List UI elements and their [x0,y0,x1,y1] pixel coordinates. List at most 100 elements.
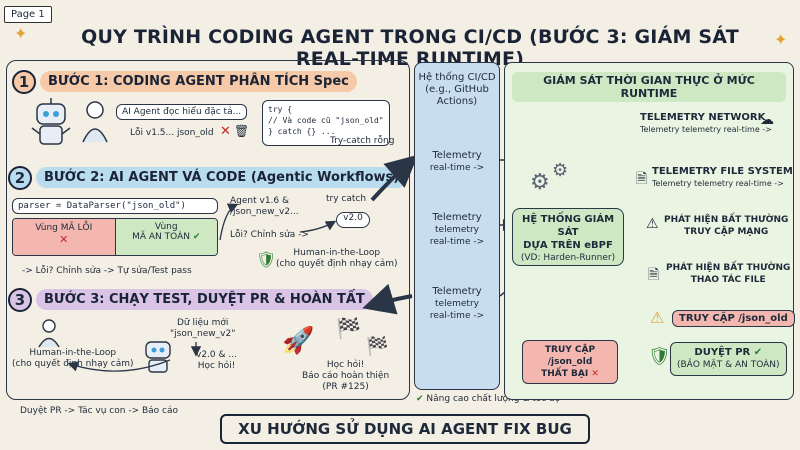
approve-line-2: (BẢO MẬT & AN TOÀN) [677,360,780,370]
step3-heading: BƯỚC 3: CHẠY TEST, DUYỆT PR & HOÀN TẤT [36,289,373,310]
cicd-header-1: Hệ thống CI/CD [418,72,496,83]
x-icon: ✕ [591,369,599,379]
gear-icon: ⚙ [530,170,550,195]
cloud-icon: ☁ [760,112,774,128]
network-alert-icon: ⚠ [646,216,659,232]
error-x-icon: ✕ [220,124,231,139]
telemetry-file-system: TELEMETRY FILE SYSTEM Telemetry telemetr… [652,166,793,190]
fail-line-2: THẤT BẠI ✕ [525,368,615,380]
telemetry-block-2: Telemetry telemetry real-time -> [416,212,498,248]
checkered-flag-icon: 🏁 [366,336,389,357]
cicd-header-2: (e.g., GitHub [425,84,489,95]
agent-bubble: AI Agent đọc hiểu đặc tả... [116,104,248,120]
learn-line-1: v2.0 & ... [196,350,237,360]
hitl-note-3: Human-in-the-Loop (cho quyết định nhạy c… [12,348,134,370]
version-badge: v2.0 [336,212,370,228]
star-icon: ✦ [774,30,788,49]
new-data-note: Dữ liệu mới "json_new_v2" [170,318,235,340]
telemetry-2-title: Telemetry [432,212,482,223]
safe-zone: Vùng MÃ AN TOÀN ✔ [115,219,218,255]
safe-zone-label-2: MÃ AN TOÀN ✔ [116,232,218,242]
ebpf-core-box: HỆ THỐNG GIÁM SÁT DỰA TRÊN eBPF (VD: Har… [512,208,624,266]
telemetry-network: TELEMETRY NETWORK Telemetry telemetry re… [640,112,772,136]
cicd-header-3: Actions) [436,96,478,107]
report-line-2: (PR #125) [322,382,369,392]
telemetry-1-title: Telemetry [432,150,482,161]
step2-number: 2 [8,166,32,190]
check-icon: ✔ [753,347,763,358]
anomaly-file: PHÁT HIỆN BẤT THƯỜNG THAO TÁC FILE [666,262,790,286]
access-failed-box: TRUY CẬP /json_old THẤT BẠI ✕ [522,340,618,384]
approve-pr-box: DUYỆT PR ✔ (BẢO MẬT & AN TOÀN) [670,342,787,376]
checkered-flag-icon: 🏁 [336,316,361,340]
warning-icon: ⚠ [650,308,665,327]
page-tab: Page 1 [4,6,52,23]
code-line: try { [268,105,293,114]
code-note: Try-catch rỗng [330,136,395,146]
anom-file-2: THAO TÁC FILE [690,275,766,285]
file-alert-icon: 🗎 [648,267,660,283]
anom-net-1: PHÁT HIỆN BẤT THƯỜNG [664,215,789,225]
hitl-line-1: Human-in-the-Loop [293,248,381,258]
new-data-line-1: Dữ liệu mới [176,318,229,328]
agent-line-2: /json_new_v2... [230,207,299,217]
learn-note: v2.0 & ... Học hỏi! [196,350,237,372]
error-zone: Vùng MÃ LỖI ✕ [13,219,116,255]
anomaly-network: PHÁT HIỆN BẤT THƯỜNG TRUY CẬP MẠNG [664,214,788,238]
safe-zone-label-1: Vùng [154,222,178,232]
telemetry-3-sub2: real-time -> [429,311,485,321]
fail-text: THẤT BẠI [541,369,589,379]
anom-file-1: PHÁT HIỆN BẤT THƯỜNG [666,263,791,273]
code-line: // Và code cũ "json_old" [268,116,384,125]
agent-line-1: Agent v1.6 & [230,196,290,206]
monitor-header: GIÁM SÁT THỜI GIAN THỰC Ở MỨC RUNTIME [512,72,786,102]
cicd-header: Hệ thống CI/CD (e.g., GitHub Actions) [416,72,498,108]
file-icon: 🗎 [636,171,648,187]
person-icon [38,319,60,348]
error-zone-label: Vùng MÃ LỖI [35,223,93,233]
person-icon [82,101,108,143]
telemetry-1-sub: real-time -> [429,163,485,173]
core-line-3: (VD: Harden-Runner) [520,253,616,263]
code-snippet: try { // Và code cũ "json_old" } catch {… [262,100,390,146]
learn-line-3: Học hỏi! [326,360,365,370]
fs-sub: Telemetry telemetry real-time -> [652,179,784,188]
step2-heading: BƯỚC 2: AI AGENT VÁ CODE (Agentic Workfl… [36,167,408,188]
hitl-note: Human-in-the-Loop (cho quyết định nhạy c… [276,248,398,270]
new-data-line-2: "json_new_v2" [170,329,236,339]
cicd-column [414,62,500,390]
report-line-1: Báo cáo hoàn thiện [302,371,390,381]
net-title: TELEMETRY NETWORK [640,112,766,123]
try-catch-label: try catch [326,194,367,204]
net-sub: Telemetry telemetry real-time -> [640,125,772,134]
core-line-2: DỰA TRÊN eBPF [523,240,613,251]
parser-code: parser = DataParser("json_old") [12,198,218,214]
core-line-1: HỆ THỐNG GIÁM SÁT [521,214,615,238]
telemetry-2-sub2: real-time -> [429,237,485,247]
step3-number: 3 [8,288,32,312]
footer-banner: XU HƯỚNG SỬ DỤNG AI AGENT FIX BUG [220,414,590,444]
step1-number: 1 [12,70,36,94]
telemetry-block-3: Telemetry telemetry real-time -> [416,286,498,322]
cicd-footer-text: Nâng cao chất lượng & tốc độ [426,394,561,404]
step1-heading: BƯỚC 1: CODING AGENT PHÂN TÍCH Spec [40,71,357,92]
telemetry-2-sub: telemetry [435,225,479,235]
zone-box: Vùng MÃ LỖI ✕ Vùng MÃ AN TOÀN ✔ [12,218,218,256]
approve-text: DUYỆT PR [694,347,751,358]
hitl-line-2: (cho quyết định nhạy cảm) [276,259,398,269]
step3-flow: Duyệt PR -> Tác vụ con -> Báo cáo [20,406,178,416]
hitl3-line-2: (cho quyết định nhạy cảm) [12,359,134,369]
gear-icon: ⚙ [552,160,569,181]
shield-check-icon: 🛡 [648,346,671,367]
approve-line-1: DUYỆT PR ✔ [677,346,780,359]
cicd-footer: ✔ Nâng cao chất lượng & tốc độ [416,394,560,404]
check-icon: ✔ [416,394,424,404]
agent-version-note: Agent v1.6 & /json_new_v2... [230,196,299,218]
trash-icon: 🗑 [234,124,250,138]
telemetry-3-title: Telemetry [432,286,482,297]
telemetry-block-1: Telemetry real-time -> [416,150,498,174]
robot-icon [145,341,171,373]
report-note: Học hỏi! Báo cáo hoàn thiện (PR #125) [302,360,389,393]
code-line: } catch {} ... [268,127,336,136]
error-x-icon: ✕ [59,233,69,246]
